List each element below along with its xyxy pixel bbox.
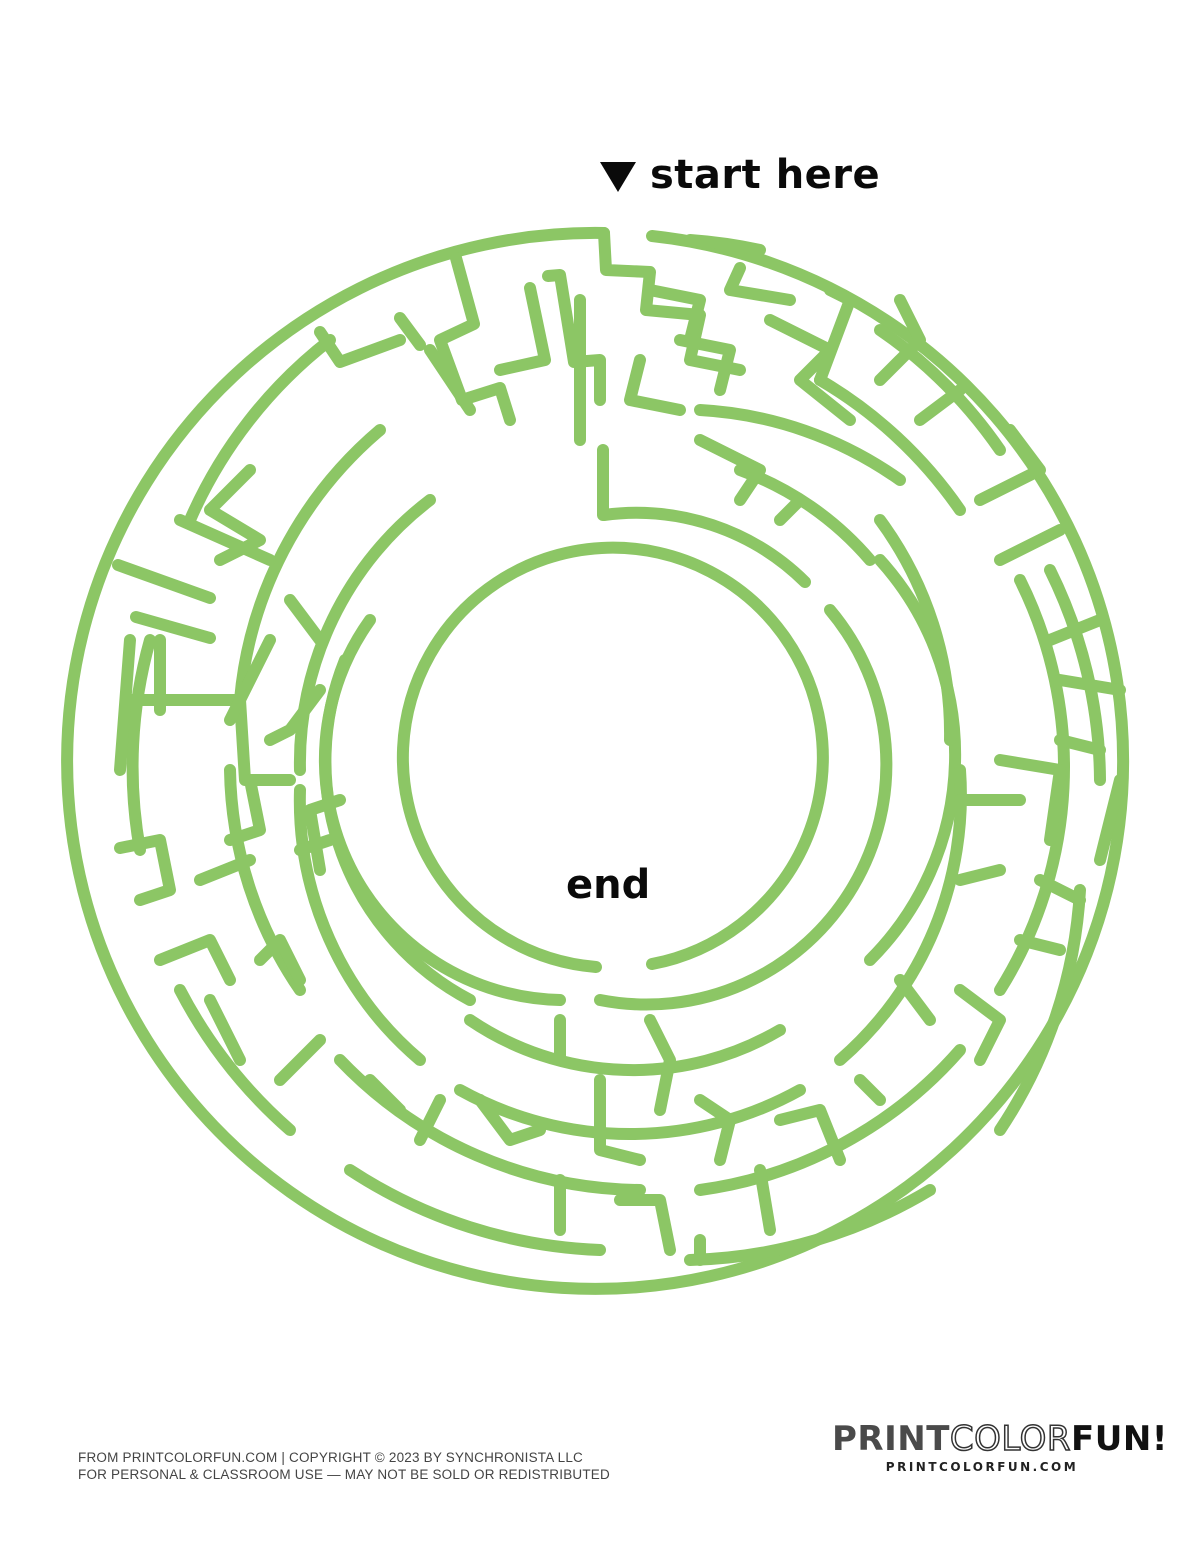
logo-word-print: PRINT	[832, 1419, 950, 1459]
logo-wordmark: PRINTCOLORFUN!	[832, 1419, 1167, 1459]
footer-line-1: FROM PRINTCOLORFUN.COM | COPYRIGHT © 202…	[78, 1450, 583, 1465]
logo-word-fun: FUN!	[1071, 1419, 1168, 1459]
end-label: end	[566, 862, 651, 908]
start-label: start here	[600, 152, 880, 198]
maze-walls	[61, 226, 1130, 1295]
down-triangle-icon	[600, 162, 636, 192]
copyright-footer: FROM PRINTCOLORFUN.COM | COPYRIGHT © 202…	[78, 1449, 610, 1483]
start-text: start here	[650, 152, 881, 198]
logo-url: PRINTCOLORFUN.COM	[885, 1460, 1079, 1474]
logo-word-color: COLOR	[949, 1419, 1072, 1459]
footer-line-2: FOR PERSONAL & CLASSROOM USE — MAY NOT B…	[78, 1467, 610, 1482]
printcolorfun-logo: PRINTCOLORFUN! PRINTCOLORFUN.COM	[832, 1419, 1167, 1474]
